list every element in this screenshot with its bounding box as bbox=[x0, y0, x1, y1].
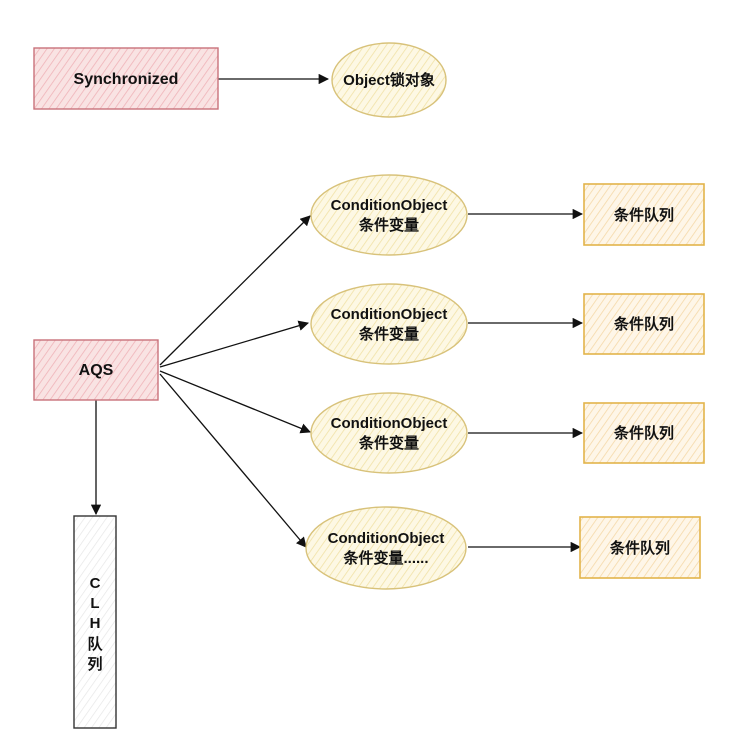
edges bbox=[90, 73, 584, 553]
queue-node-2: 条件队列 bbox=[583, 293, 705, 355]
clh-char-4: 队 bbox=[87, 635, 103, 653]
object-lock-label: Object锁对象 bbox=[343, 71, 435, 89]
queue-4-label: 条件队列 bbox=[609, 539, 670, 557]
condition-3-line2: 条件变量 bbox=[358, 434, 419, 452]
edge-aqs-to-condition-3 bbox=[159, 370, 311, 434]
aqs-node: AQS bbox=[33, 339, 159, 401]
queue-2-label: 条件队列 bbox=[613, 315, 674, 333]
condition-node-4: ConditionObject 条件变量...... bbox=[305, 506, 467, 590]
condition-1-line2: 条件变量 bbox=[358, 216, 419, 234]
clh-char-1: C bbox=[90, 575, 101, 592]
queue-1-label: 条件队列 bbox=[613, 206, 674, 224]
edge-aqs-to-condition-1 bbox=[159, 215, 311, 366]
queue-3-label: 条件队列 bbox=[613, 424, 674, 442]
condition-node-3: ConditionObject 条件变量 bbox=[310, 392, 468, 474]
clh-char-2: L bbox=[90, 595, 99, 612]
condition-4-line1: ConditionObject bbox=[328, 530, 445, 547]
condition-2-line2: 条件变量 bbox=[358, 325, 419, 343]
object-lock-node: Object锁对象 bbox=[331, 42, 447, 118]
synchronized-node: Synchronized bbox=[33, 47, 219, 110]
edge-aqs-to-condition-2 bbox=[159, 320, 309, 368]
condition-node-1: ConditionObject 条件变量 bbox=[310, 174, 468, 256]
condition-4-line2: 条件变量...... bbox=[342, 549, 428, 567]
clh-char-5: 列 bbox=[87, 655, 102, 673]
synchronized-label: Synchronized bbox=[74, 71, 179, 88]
clh-queue-node: C L H 队 列 bbox=[73, 515, 117, 729]
condition-node-2: ConditionObject 条件变量 bbox=[310, 283, 468, 365]
queue-node-1: 条件队列 bbox=[583, 183, 705, 246]
condition-1-line1: ConditionObject bbox=[331, 197, 448, 214]
clh-char-3: H bbox=[90, 615, 101, 632]
aqs-label: AQS bbox=[79, 362, 114, 379]
edge-aqs-to-condition-4 bbox=[159, 373, 307, 548]
condition-3-line1: ConditionObject bbox=[331, 415, 448, 432]
queue-node-3: 条件队列 bbox=[583, 402, 705, 464]
queue-node-4: 条件队列 bbox=[579, 516, 701, 579]
condition-2-line1: ConditionObject bbox=[331, 306, 448, 323]
